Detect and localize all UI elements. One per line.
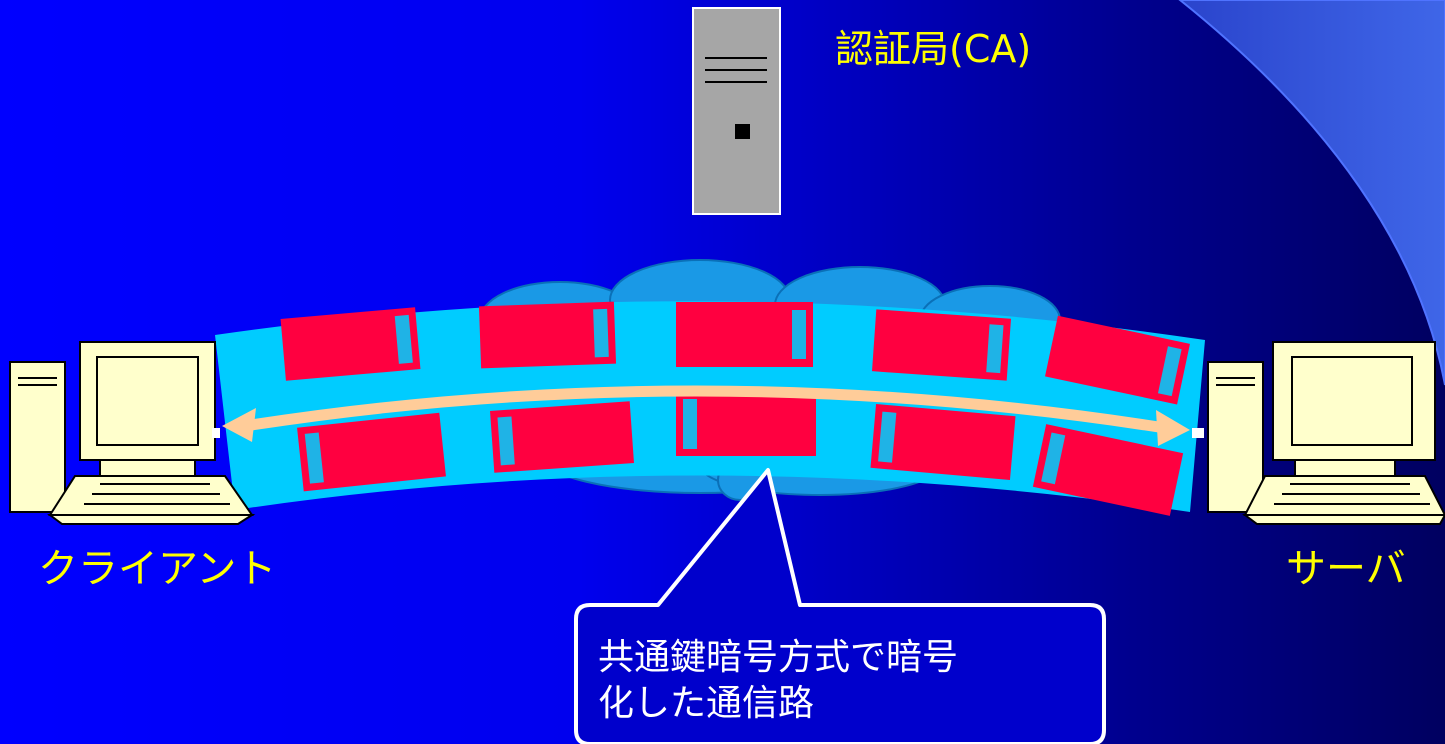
client-label: クライアント xyxy=(38,546,277,592)
packets-lower xyxy=(297,392,1184,516)
packet xyxy=(280,307,421,381)
packet xyxy=(1045,315,1190,405)
packet xyxy=(490,401,634,473)
ca-label: 認証局(CA) xyxy=(835,27,1032,71)
packet xyxy=(676,392,816,456)
decorative-swoosh xyxy=(1178,0,1445,386)
ca-server-icon xyxy=(692,7,781,215)
packet xyxy=(870,404,1016,480)
packet xyxy=(872,309,1011,381)
packet xyxy=(1032,424,1184,516)
packet xyxy=(478,301,617,369)
packet xyxy=(297,412,446,492)
server-computer-icon xyxy=(1192,341,1445,525)
callout-text: 共通鍵暗号方式で暗号 化した通信路 xyxy=(598,635,1098,727)
packets-upper xyxy=(280,301,1190,405)
callout-line-2: 化した通信路 xyxy=(598,683,815,724)
server-label: サーバ xyxy=(1286,546,1406,592)
callout-line-1: 共通鍵暗号方式で暗号 xyxy=(598,637,959,678)
bidirectional-arrow xyxy=(222,385,1190,446)
client-computer-icon xyxy=(9,341,256,525)
